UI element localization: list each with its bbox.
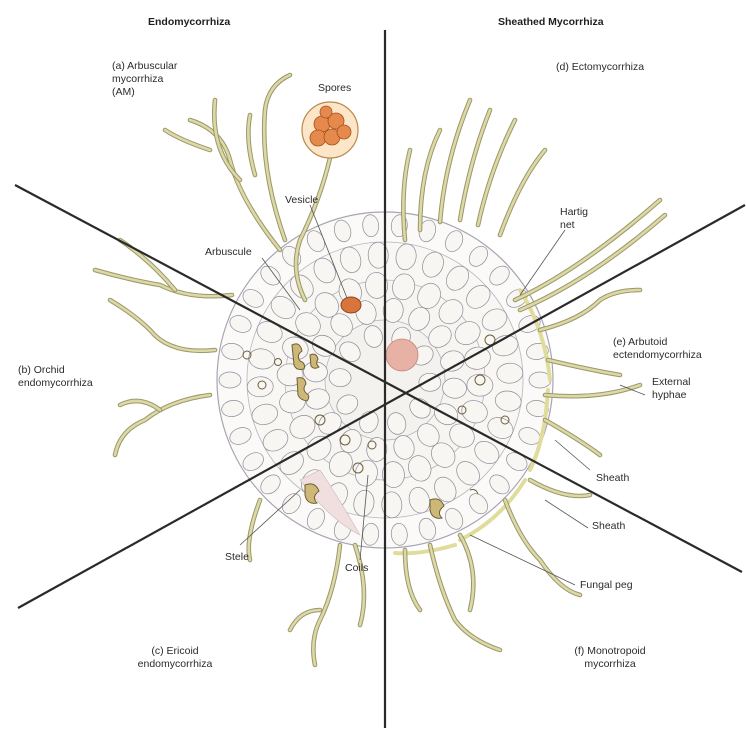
sector-dividers — [15, 30, 745, 728]
label-spores: Spores — [318, 82, 351, 95]
cortex-cell — [219, 372, 241, 388]
hypha — [505, 500, 580, 595]
hypha — [430, 545, 500, 650]
hypha — [440, 100, 470, 222]
hypha-outline — [500, 150, 545, 235]
label-fungal-peg: Fungal peg — [580, 579, 633, 592]
hypha — [420, 130, 440, 230]
sector-label-a: (a) Arbuscular mycorrhiza (AM) — [112, 60, 177, 99]
label-hartig-net: Hartig net — [560, 206, 588, 232]
label-vesicle: Vesicle — [285, 194, 318, 207]
hypha-outline — [505, 500, 580, 595]
hypha — [545, 420, 600, 455]
hypha — [214, 100, 240, 180]
sector-label-f: (f) Monotropoid mycorrhiza — [545, 645, 675, 671]
vesicle — [341, 297, 361, 313]
hypha-outline — [430, 545, 500, 650]
spore-cluster — [302, 102, 358, 158]
header-endomycorrhiza: Endomycorrhiza — [148, 16, 230, 28]
header-sheathed-mycorrhiza: Sheathed Mycorrhiza — [498, 16, 604, 28]
hypha-outline — [440, 100, 470, 222]
sector-label-c: (c) Ericoid endomycorrhiza — [100, 645, 250, 671]
sector-label-d: (d) Ectomycorrhiza — [556, 61, 644, 74]
hypha — [264, 75, 290, 240]
label-external-hyphae: External hyphae — [652, 376, 691, 402]
hypha — [548, 360, 620, 375]
label-coils: Coils — [345, 562, 368, 575]
sector-label-e: (e) Arbutoid ectendomycorrhiza — [613, 336, 702, 362]
label-sheath-upper: Sheath — [596, 472, 629, 485]
stele-cells — [386, 339, 418, 371]
hypha-outline — [110, 300, 215, 351]
label-stele: Stele — [225, 551, 249, 564]
label-sheath-lower: Sheath — [592, 520, 625, 533]
label-arbuscule: Arbuscule — [205, 246, 252, 259]
sector-label-b: (b) Orchid endomycorrhiza — [18, 364, 93, 390]
